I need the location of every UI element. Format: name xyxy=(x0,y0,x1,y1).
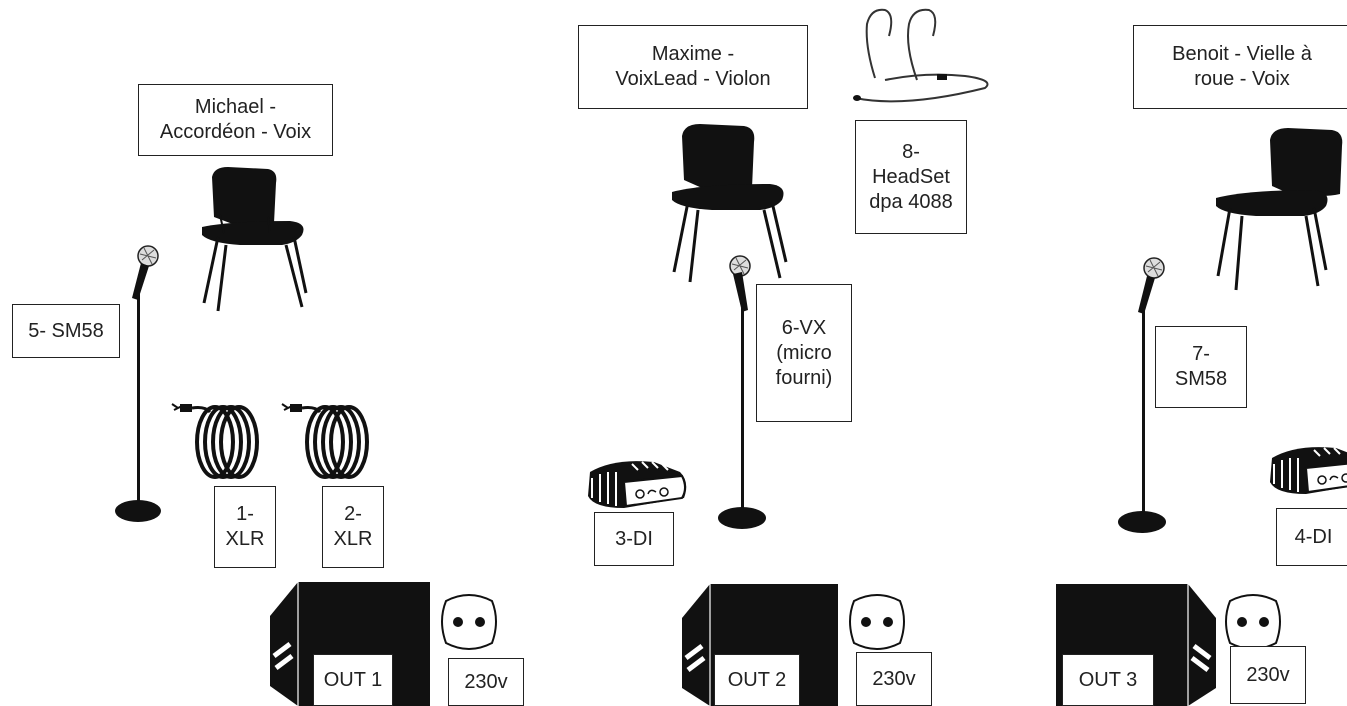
output-label-out-3: OUT 3 xyxy=(1062,654,1154,706)
musician-label-maxime: Maxime - VoixLead - Violon xyxy=(578,25,808,109)
input-label-7-sm58: 7- SM58 xyxy=(1155,326,1247,408)
xlr-cable-icon xyxy=(171,403,259,479)
input-label-2-xlr: 2- XLR xyxy=(322,486,384,568)
xlr-cable-icon xyxy=(281,403,369,479)
input-label-3-di: 3-DI xyxy=(594,512,674,566)
musician-label-benoit: Benoit - Vielle à roue - Voix xyxy=(1133,25,1347,109)
headset-microphone-icon xyxy=(853,8,989,103)
power-label-230v: 230v xyxy=(856,652,932,706)
power-label-230v: 230v xyxy=(1230,646,1306,704)
chair-icon xyxy=(672,124,788,283)
power-label-230v: 230v xyxy=(448,658,524,706)
microphone-stand-icon xyxy=(115,245,161,522)
chair-icon xyxy=(202,167,308,312)
microphone-stand-icon xyxy=(1118,257,1166,533)
input-label-4-di: 4-DI xyxy=(1276,508,1347,566)
power-socket-icon xyxy=(849,594,905,650)
input-label-5-sm58: 5- SM58 xyxy=(12,304,120,358)
power-socket-icon xyxy=(1225,594,1281,650)
output-label-out-2: OUT 2 xyxy=(714,654,800,706)
di-box-icon xyxy=(1270,447,1347,494)
microphone-stand-icon xyxy=(718,255,766,529)
input-label-6-vx: 6-VX (micro fourni) xyxy=(756,284,852,422)
musician-label-michael: Michael - Accordéon - Voix xyxy=(138,84,333,156)
chair-icon xyxy=(1216,128,1343,291)
input-label-1-xlr: 1- XLR xyxy=(214,486,276,568)
output-label-out-1: OUT 1 xyxy=(313,654,393,706)
di-box-icon xyxy=(588,461,687,508)
input-label-8-headset: 8- HeadSet dpa 4088 xyxy=(855,120,967,234)
power-socket-icon xyxy=(441,594,497,650)
